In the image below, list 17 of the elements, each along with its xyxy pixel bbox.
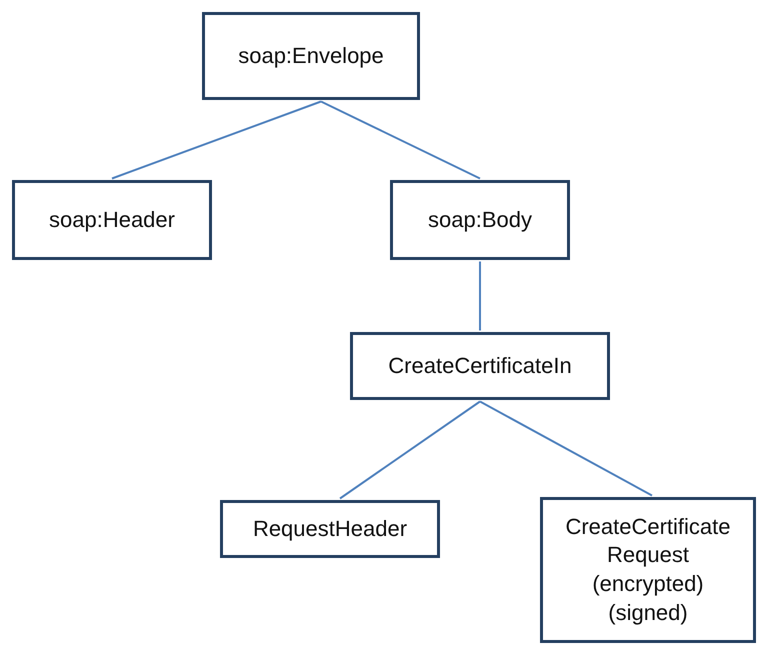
connector-line <box>479 262 481 330</box>
node-label: soap:Header <box>49 206 175 234</box>
connector-line <box>112 100 322 180</box>
tree-node-box <box>220 500 440 558</box>
tree-node-box <box>12 180 212 260</box>
tree-node-box <box>202 12 420 100</box>
tree-node-box <box>540 497 756 643</box>
connector-line <box>339 400 481 500</box>
node-label: CreateCertificateIn <box>388 352 572 380</box>
connector-line <box>480 400 652 496</box>
node-label: RequestHeader <box>252 514 408 543</box>
tree-node-box <box>390 180 570 260</box>
tree-node-box <box>350 332 610 400</box>
node-label: soap:Envelope <box>238 42 384 70</box>
node-label: CreateCertificate Request (encrypted) (signed) <box>564 512 732 627</box>
connector-line <box>320 100 480 180</box>
node-label: soap:Body <box>428 206 532 234</box>
